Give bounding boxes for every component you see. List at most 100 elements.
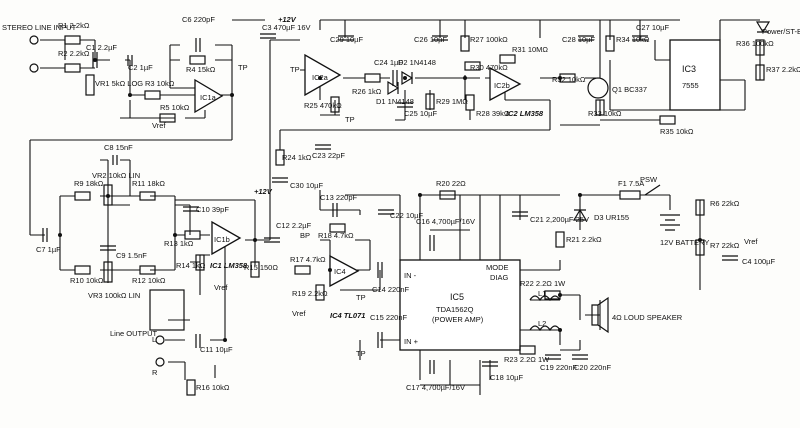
label-ic2-name: IC2 LM358 bbox=[506, 109, 544, 118]
resistor-r33 bbox=[595, 99, 605, 116]
resistor-r31 bbox=[499, 54, 516, 64]
label-ic5-in-minus: IN - bbox=[404, 271, 417, 280]
capacitor-c11 bbox=[195, 334, 201, 348]
label-c1: C1 2.2µF bbox=[86, 43, 117, 52]
labels: STEREO LINE INPUT R1 2.2kΩ R2 2.2kΩ C1 2… bbox=[2, 15, 800, 392]
label-r35: R35 10kΩ bbox=[660, 127, 694, 136]
label-vr2: VR2 10kΩ LIN bbox=[92, 171, 140, 180]
label-r3: R3 10kΩ bbox=[145, 79, 175, 88]
junctions bbox=[58, 58, 702, 342]
capacitor-c28 bbox=[578, 35, 594, 41]
jack-out-l bbox=[155, 335, 165, 345]
opamp-ic2a bbox=[304, 53, 342, 97]
label-vref-3: Vref bbox=[292, 309, 306, 318]
label-c4: C4 100µF bbox=[742, 257, 776, 266]
label-c2: C2 1µF bbox=[128, 63, 153, 72]
resistor-r3 bbox=[144, 90, 161, 100]
resistor-r35 bbox=[659, 115, 676, 125]
opamp-ic1b bbox=[211, 220, 242, 256]
label-c6: C6 220pF bbox=[182, 15, 215, 24]
resistor-r20 bbox=[439, 190, 456, 200]
label-r36: R36 100kΩ bbox=[736, 39, 774, 48]
label-ic5: IC5 bbox=[450, 292, 464, 302]
capacitor-c30 bbox=[272, 177, 288, 183]
resistor-r12 bbox=[139, 265, 156, 275]
fuse-f1 bbox=[619, 190, 641, 200]
diode-d2 bbox=[401, 70, 414, 86]
label-r37: R37 2.2kΩ bbox=[766, 65, 800, 74]
capacitor-c3 bbox=[260, 33, 276, 39]
label-ic5-in-plus: IN + bbox=[404, 337, 419, 346]
label-f1: F1 7.5A bbox=[618, 179, 644, 188]
label-r11: R11 18kΩ bbox=[132, 179, 165, 188]
label-ic2a: IC2a bbox=[312, 73, 329, 82]
label-jack-r: R bbox=[152, 368, 158, 377]
label-l1: L1 bbox=[538, 289, 546, 298]
label-bp: BP bbox=[300, 231, 310, 240]
label-c9: C9 1.5nF bbox=[116, 251, 147, 260]
label-tp-2: TP bbox=[290, 65, 300, 74]
resistor-r1 bbox=[64, 35, 81, 45]
resistor-r24 bbox=[275, 149, 285, 166]
label-c18: C18 10µF bbox=[490, 373, 524, 382]
ic5-tda1562q bbox=[399, 259, 521, 351]
switch-icon bbox=[644, 184, 661, 196]
resistor-r2 bbox=[64, 63, 81, 73]
capacitor-c13 bbox=[332, 203, 338, 217]
resistor-r37 bbox=[755, 64, 765, 81]
label-c8: C8 15nF bbox=[104, 143, 133, 152]
label-d1: D1 1N4148 bbox=[376, 97, 414, 106]
loudspeaker-icon bbox=[591, 296, 609, 334]
label-c13: C13 220pF bbox=[320, 193, 358, 202]
label-ic4-name: IC4 TL071 bbox=[330, 311, 365, 320]
label-r18: R18 4.7kΩ bbox=[318, 231, 354, 240]
jack-in-1 bbox=[29, 35, 39, 45]
label-r27: R27 100kΩ bbox=[470, 35, 508, 44]
capacitor-c27 bbox=[632, 35, 648, 41]
label-c7: C7 1µF bbox=[36, 245, 61, 254]
label-ic4: IC4 bbox=[334, 267, 346, 276]
capacitor-c26 bbox=[432, 35, 448, 41]
resistor-r6 bbox=[695, 199, 705, 216]
label-line-output: Line OUTPUT bbox=[110, 329, 158, 338]
label-d3: D3 UR155 bbox=[594, 213, 629, 222]
label-plus12v-top: +12V bbox=[278, 15, 297, 24]
resistor-r28 bbox=[465, 94, 475, 111]
label-r23: R23 2.2Ω 1W bbox=[504, 355, 550, 364]
resistor-r11 bbox=[139, 191, 156, 201]
label-r30: R30 470kΩ bbox=[470, 63, 508, 72]
label-ic3-type: 7555 bbox=[682, 81, 699, 90]
resistor-r15 bbox=[250, 261, 260, 278]
label-r31: R31 10MΩ bbox=[512, 45, 548, 54]
capacitor-c23 bbox=[315, 144, 331, 150]
jack-out-r bbox=[155, 357, 165, 367]
label-battery: 12V BATTERY bbox=[660, 238, 709, 247]
capacitor-c20 bbox=[572, 354, 588, 360]
label-c17: C17 4,700µF/16V bbox=[406, 383, 465, 392]
resistor-r26 bbox=[364, 73, 381, 83]
label-c28: C28 10µF bbox=[562, 35, 596, 44]
capacitor-c22 bbox=[378, 209, 394, 215]
label-c16: C16 4,700µF/16V bbox=[416, 217, 475, 226]
label-c20: C20 220nF bbox=[574, 363, 612, 372]
label-vref-4: Vref bbox=[744, 237, 758, 246]
resistor-r36 bbox=[755, 39, 765, 56]
resistor-r21 bbox=[555, 231, 565, 248]
label-r5: R5 10kΩ bbox=[160, 103, 190, 112]
label-r32: R32 10kΩ bbox=[552, 75, 586, 84]
label-r25: R25 470kΩ bbox=[304, 101, 342, 110]
capacitor-c25 bbox=[397, 102, 413, 108]
label-r13: R13 1kΩ bbox=[164, 239, 194, 248]
label-plus12v-mid: +12V bbox=[254, 187, 273, 196]
label-r29: R29 1MΩ bbox=[436, 97, 468, 106]
label-r19: R19 2.2kΩ bbox=[292, 289, 328, 298]
diode-d1 bbox=[387, 80, 400, 96]
capacitor-c8 bbox=[112, 155, 118, 165]
label-stereo-input: STEREO LINE INPUT bbox=[2, 23, 77, 32]
label-r33: R33 10kΩ bbox=[588, 109, 622, 118]
label-r12: R12 10kΩ bbox=[132, 276, 166, 285]
label-tp-3: TP bbox=[345, 115, 355, 124]
wires bbox=[29, 19, 761, 395]
resistor-r25 bbox=[330, 96, 340, 113]
